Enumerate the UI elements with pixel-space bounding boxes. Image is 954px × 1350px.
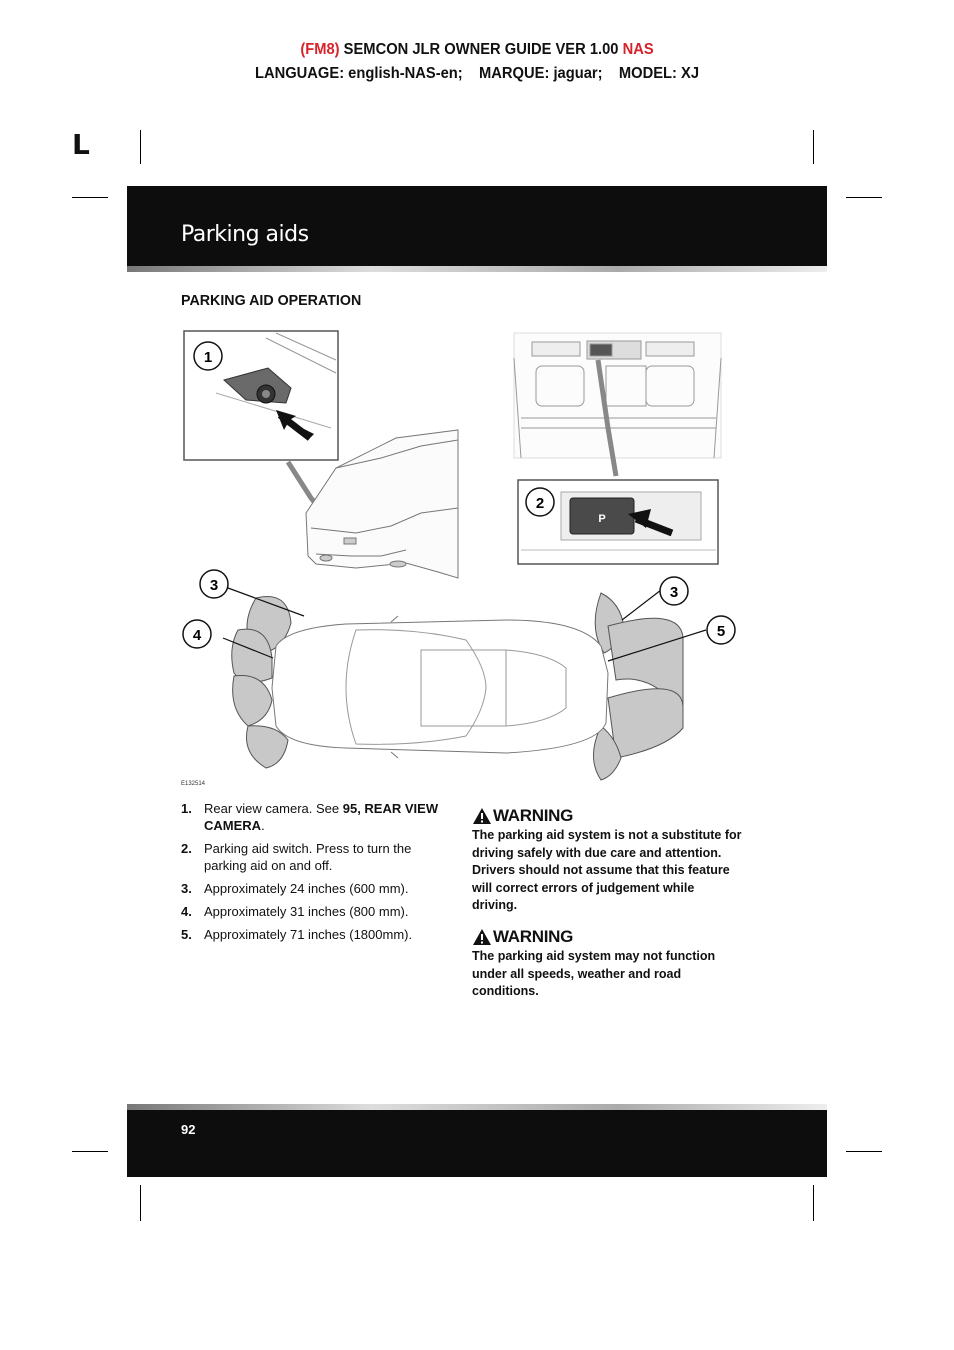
callout-1: 1 [193,341,223,371]
crop-mark [813,130,814,164]
list-text: Approximately 31 inches (800 mm). [204,904,409,919]
warning-header: WARNING [472,926,742,948]
warning-triangle-icon [473,929,491,945]
crop-mark [140,130,141,164]
margin-letter: L [72,128,90,161]
list-text: Approximately 24 inches (600 mm). [204,881,409,896]
list-item: 1. Rear view camera. See 95, REAR VIEW C… [181,801,439,833]
callout-2: 2 [525,487,555,517]
warning-label: WARNING [493,806,574,825]
banner-gradient [127,266,827,272]
list-num: 5. [181,927,192,942]
warning-box: WARNING The parking aid system may not f… [472,926,742,1001]
callout-3-rear: 3 [199,569,229,599]
svg-text:3: 3 [210,577,218,594]
parking-aid-illustration: P 1 2 [181,330,736,787]
crop-mark [72,1151,108,1152]
callout-5: 5 [706,615,736,645]
callout-3-front: 3 [659,576,689,606]
list-item: 5. Approximately 71 inches (1800mm). [181,926,441,943]
list-num: 2. [181,841,192,856]
warning-triangle-icon [473,808,491,824]
doc-header-line1: (FM8) SEMCON JLR OWNER GUIDE VER 1.00 NA… [38,41,916,59]
header-suffix: NAS [622,41,654,58]
footer-banner [127,1110,827,1177]
svg-text:5: 5 [717,623,725,640]
list-item: 2. Parking aid switch. Press to turn the… [181,840,441,874]
crop-mark [140,1185,141,1221]
list-text: Approximately 71 inches (1800mm). [204,927,413,942]
car-rear-view [305,429,459,579]
doc-header-line2: LANGUAGE: english-NAS-en; MARQUE: jaguar… [254,65,700,82]
svg-text:1: 1 [204,349,212,366]
header-prefix: (FM8) [300,41,340,58]
footer-gradient [127,1104,827,1110]
list-num: 3. [181,881,192,896]
section-title: Parking aids [181,222,309,247]
crop-mark [846,197,882,198]
crop-mark [72,197,108,198]
list-item: 4. Approximately 31 inches (800 mm). [181,903,441,920]
section-banner [127,186,827,268]
warning-header: WARNING [472,805,742,827]
crop-mark [813,1185,814,1221]
warning-box: WARNING The parking aid system is not a … [472,805,742,915]
warning-text: The parking aid system may not function … [472,949,716,998]
svg-text:2: 2 [536,495,544,512]
figure-id: E132514 [181,781,206,787]
warning-text: The parking aid system is not a substitu… [472,828,742,912]
warning-label: WARNING [493,927,574,946]
list-item: 3. Approximately 24 inches (600 mm). [181,880,441,897]
dashboard-view [513,332,722,459]
switch-label: P [598,513,605,525]
list-num: 1. [181,801,192,816]
header-title: SEMCON JLR OWNER GUIDE VER 1.00 [339,41,623,58]
list-num: 4. [181,904,192,919]
svg-text:3: 3 [670,584,678,601]
car-plan-view [222,587,707,781]
list-text: Parking aid switch. Press to turn the pa… [204,841,412,873]
crop-mark [846,1151,882,1152]
callout-legend-list: 1. Rear view camera. See 95, REAR VIEW C… [181,800,441,949]
callout-4: 4 [182,619,212,649]
list-text: Rear view camera. See [204,801,343,816]
subheading: PARKING AID OPERATION [181,292,362,309]
svg-text:4: 4 [193,627,202,644]
page-number: 92 [181,1122,196,1137]
cross-reference-link[interactable]: 95, REAR VIEW CAMERA [204,801,439,833]
